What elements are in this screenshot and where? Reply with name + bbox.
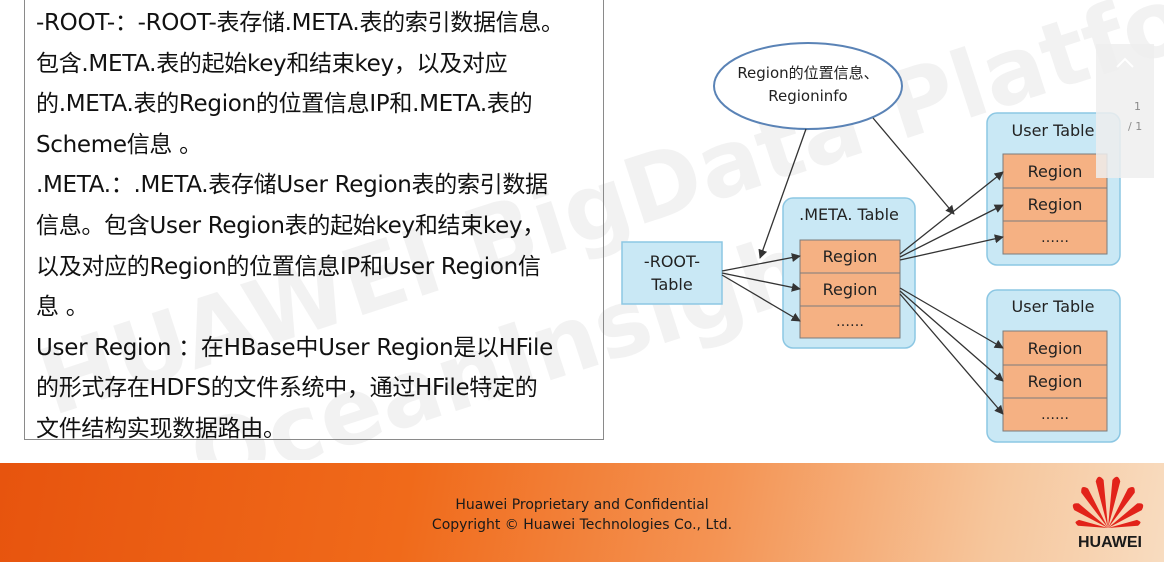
root-table-line1: -ROOT- [644, 252, 700, 271]
text-line: 息 。 [36, 294, 89, 321]
user-region-label: Region [1028, 372, 1083, 391]
arrow-root-to-meta [721, 253, 801, 272]
arrow-bubble-to-root [758, 128, 807, 259]
arrow-meta-to-user [899, 287, 1004, 349]
text-line: Scheme信息 。 [36, 131, 202, 158]
root-table-line2: Table [650, 275, 692, 294]
text-line: 的.META.表的Region的位置信息IP和.META.表的 [36, 91, 533, 118]
user-region-label: Region [1028, 195, 1083, 214]
bubble-line2: Regioninfo [768, 87, 847, 105]
text-line: User Region ：在HBase中User Region是以HFile [36, 334, 553, 361]
user-region-label: Region [1028, 339, 1083, 358]
footer-confidential: Huawei Proprietary and Confidential [455, 497, 709, 513]
user-table-title: User Table [1012, 121, 1095, 140]
user-table-box-2: User Table Region Region …… [986, 289, 1121, 443]
arrow-meta-to-user [899, 234, 1004, 261]
arrow-meta-to-user [899, 204, 1004, 258]
footer-band: Huawei Proprietary and Confidential Copy… [0, 463, 1164, 562]
user-table-title: User Table [1012, 297, 1095, 316]
page-navigator[interactable]: 1 / 1 [1096, 44, 1154, 178]
arrow-root-to-meta [721, 272, 801, 292]
arrow-meta-to-user [899, 290, 1004, 382]
bubble-line1: Region的位置信息、 [737, 64, 878, 82]
text-line: -ROOT-：-ROOT-表存储.META.表的索引数据信息。 [36, 10, 564, 36]
arrow-meta-to-user [899, 293, 1004, 415]
user-table-box-1: User Table Region Region …… [986, 112, 1121, 266]
user-region-ellipsis: …… [1041, 230, 1069, 246]
description-textbox: -ROOT-：-ROOT-表存储.META.表的索引数据信息。 包含.META.… [24, 0, 604, 442]
meta-region-label: Region [823, 280, 878, 299]
text-line: 包含.META.表的起始key和结束key，以及对应 [36, 50, 508, 77]
page-total: / 1 [1128, 120, 1143, 133]
text-line: 信息。包含User Region表的起始key和结束key， [36, 212, 545, 239]
page-number: 1 [1134, 100, 1141, 113]
text-line: 文件结构实现数据路由。 [36, 415, 286, 442]
text-line: .META.：.META.表存储User Region表的索引数据 [36, 172, 548, 199]
meta-region-ellipsis: …… [836, 314, 864, 330]
text-line: 的形式存在HDFS的文件系统中，通过HFile特定的 [36, 375, 538, 402]
user-region-label: Region [1028, 162, 1083, 181]
region-location-bubble: Region的位置信息、 Regioninfo [713, 42, 903, 130]
root-table-box: -ROOT- Table [621, 241, 723, 305]
arrow-root-to-meta [721, 274, 801, 322]
meta-table-box: .META. Table Region Region …… [782, 197, 916, 349]
arrow-bubble-to-user [872, 117, 955, 215]
huawei-logo-text: HUAWEI [1078, 534, 1142, 551]
user-region-ellipsis: …… [1041, 407, 1069, 423]
meta-region-label: Region [823, 247, 878, 266]
text-line: 以及对应的Region的位置信息IP和User Region信 [36, 253, 541, 280]
diagram-arrows [721, 117, 1004, 415]
hbase-region-diagram: Region的位置信息、 Regioninfo -ROOT- Table .ME… [621, 42, 1121, 443]
footer-copyright: Copyright © Huawei Technologies Co., Ltd… [431, 517, 733, 533]
huawei-logo-icon [1072, 476, 1144, 528]
arrow-meta-to-user [899, 171, 1004, 255]
meta-table-title: .META. Table [799, 205, 899, 224]
chevron-up-icon[interactable] [1114, 52, 1136, 74]
